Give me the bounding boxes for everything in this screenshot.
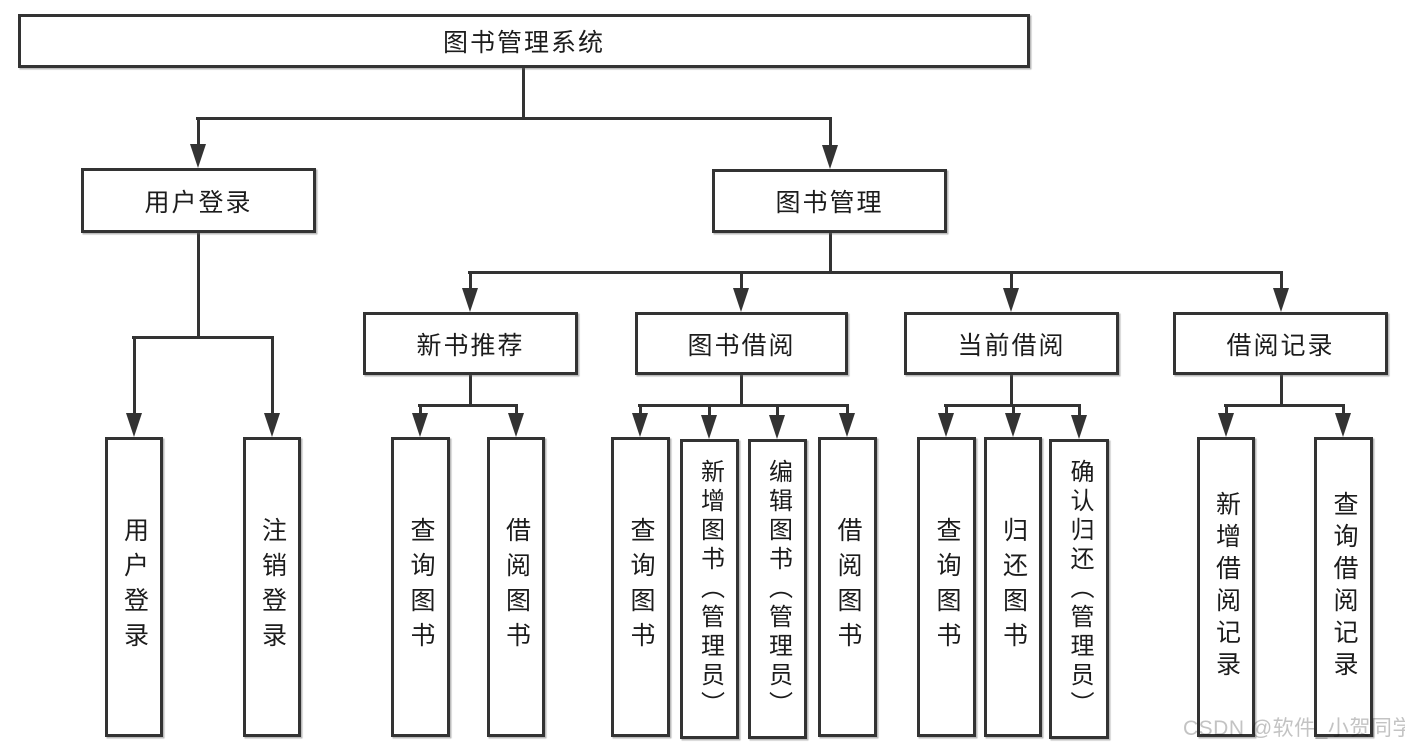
connector-line [1341,404,1345,415]
leaf-query-books-current: 查询图书 [917,437,976,737]
arrow-down-icon [1273,288,1289,312]
connector-line [944,404,948,415]
leaf-borrow-books: 借阅图书 [818,437,877,737]
leaf-query-books-borrowing: 查询图书 [611,437,670,737]
connector-line [468,373,472,407]
arrow-down-icon [822,145,838,169]
connector-line [1077,404,1081,417]
connector-line [196,231,200,339]
connector-line [468,270,1283,274]
leaf-return-books: 归还图书 [984,437,1042,737]
connector-line [739,373,743,407]
connector-line [1011,404,1015,415]
arrow-down-icon [126,413,142,437]
node-user-login: 用户登录 [81,168,316,233]
connector-line [638,404,642,415]
arrow-down-icon [508,413,524,437]
node-new-book-recommend: 新书推荐 [363,312,578,375]
leaf-user-login: 用户登录 [105,437,163,737]
connector-line [521,66,525,120]
connector-line [828,231,832,274]
arrow-down-icon [412,413,428,437]
node-book-management: 图书管理 [712,169,947,233]
connector-line [1009,373,1013,407]
connector-line [1224,404,1228,415]
connector-line [196,117,200,146]
leaf-edit-books-admin: 编辑图书（管理员） [748,439,807,739]
node-library-system: 图书管理系统 [18,14,1030,68]
watermark: CSDN @软件_小贺同学 [1183,717,1405,740]
connector-line [707,404,711,417]
arrow-down-icon [733,288,749,312]
node-book-borrowing: 图书借阅 [635,312,848,375]
connector-line [828,117,832,147]
leaf-query-books-recommend: 查询图书 [391,437,450,737]
connector-line [514,404,518,415]
arrow-down-icon [264,413,280,437]
arrow-down-icon [1003,288,1019,312]
connector-line [132,335,274,339]
leaf-add-books-admin: 新增图书（管理员） [680,439,739,739]
leaf-borrow-books-recommend: 借阅图书 [487,437,545,737]
connector-line [1279,271,1283,290]
leaf-query-borrow-record: 查询借阅记录 [1314,437,1373,737]
arrow-down-icon [769,415,785,439]
connector-line [845,404,849,415]
arrow-down-icon [1071,415,1087,439]
leaf-add-borrow-record: 新增借阅记录 [1197,437,1255,737]
arrow-down-icon [1335,413,1351,437]
arrow-down-icon [839,413,855,437]
arrow-down-icon [938,413,954,437]
leaf-logout: 注销登录 [243,437,301,737]
connector-line [418,403,518,407]
connector-line [196,116,832,120]
connector-line [132,336,136,415]
arrow-down-icon [190,144,206,168]
arrow-down-icon [1005,413,1021,437]
connector-line [1009,271,1013,290]
arrow-down-icon [462,288,478,312]
arrow-down-icon [1218,413,1234,437]
connector-line [775,404,779,417]
connector-line [739,271,743,290]
connector-line [1279,373,1283,407]
arrow-down-icon [701,415,717,439]
leaf-confirm-return-admin: 确认归还（管理员） [1049,439,1109,739]
connector-line [270,336,274,415]
connector-line [418,404,422,415]
node-borrow-records: 借阅记录 [1173,312,1388,375]
connector-line [468,271,472,290]
node-current-borrowing: 当前借阅 [904,312,1119,375]
arrow-down-icon [632,413,648,437]
connector-line [1224,403,1345,407]
connector-line [638,403,849,407]
